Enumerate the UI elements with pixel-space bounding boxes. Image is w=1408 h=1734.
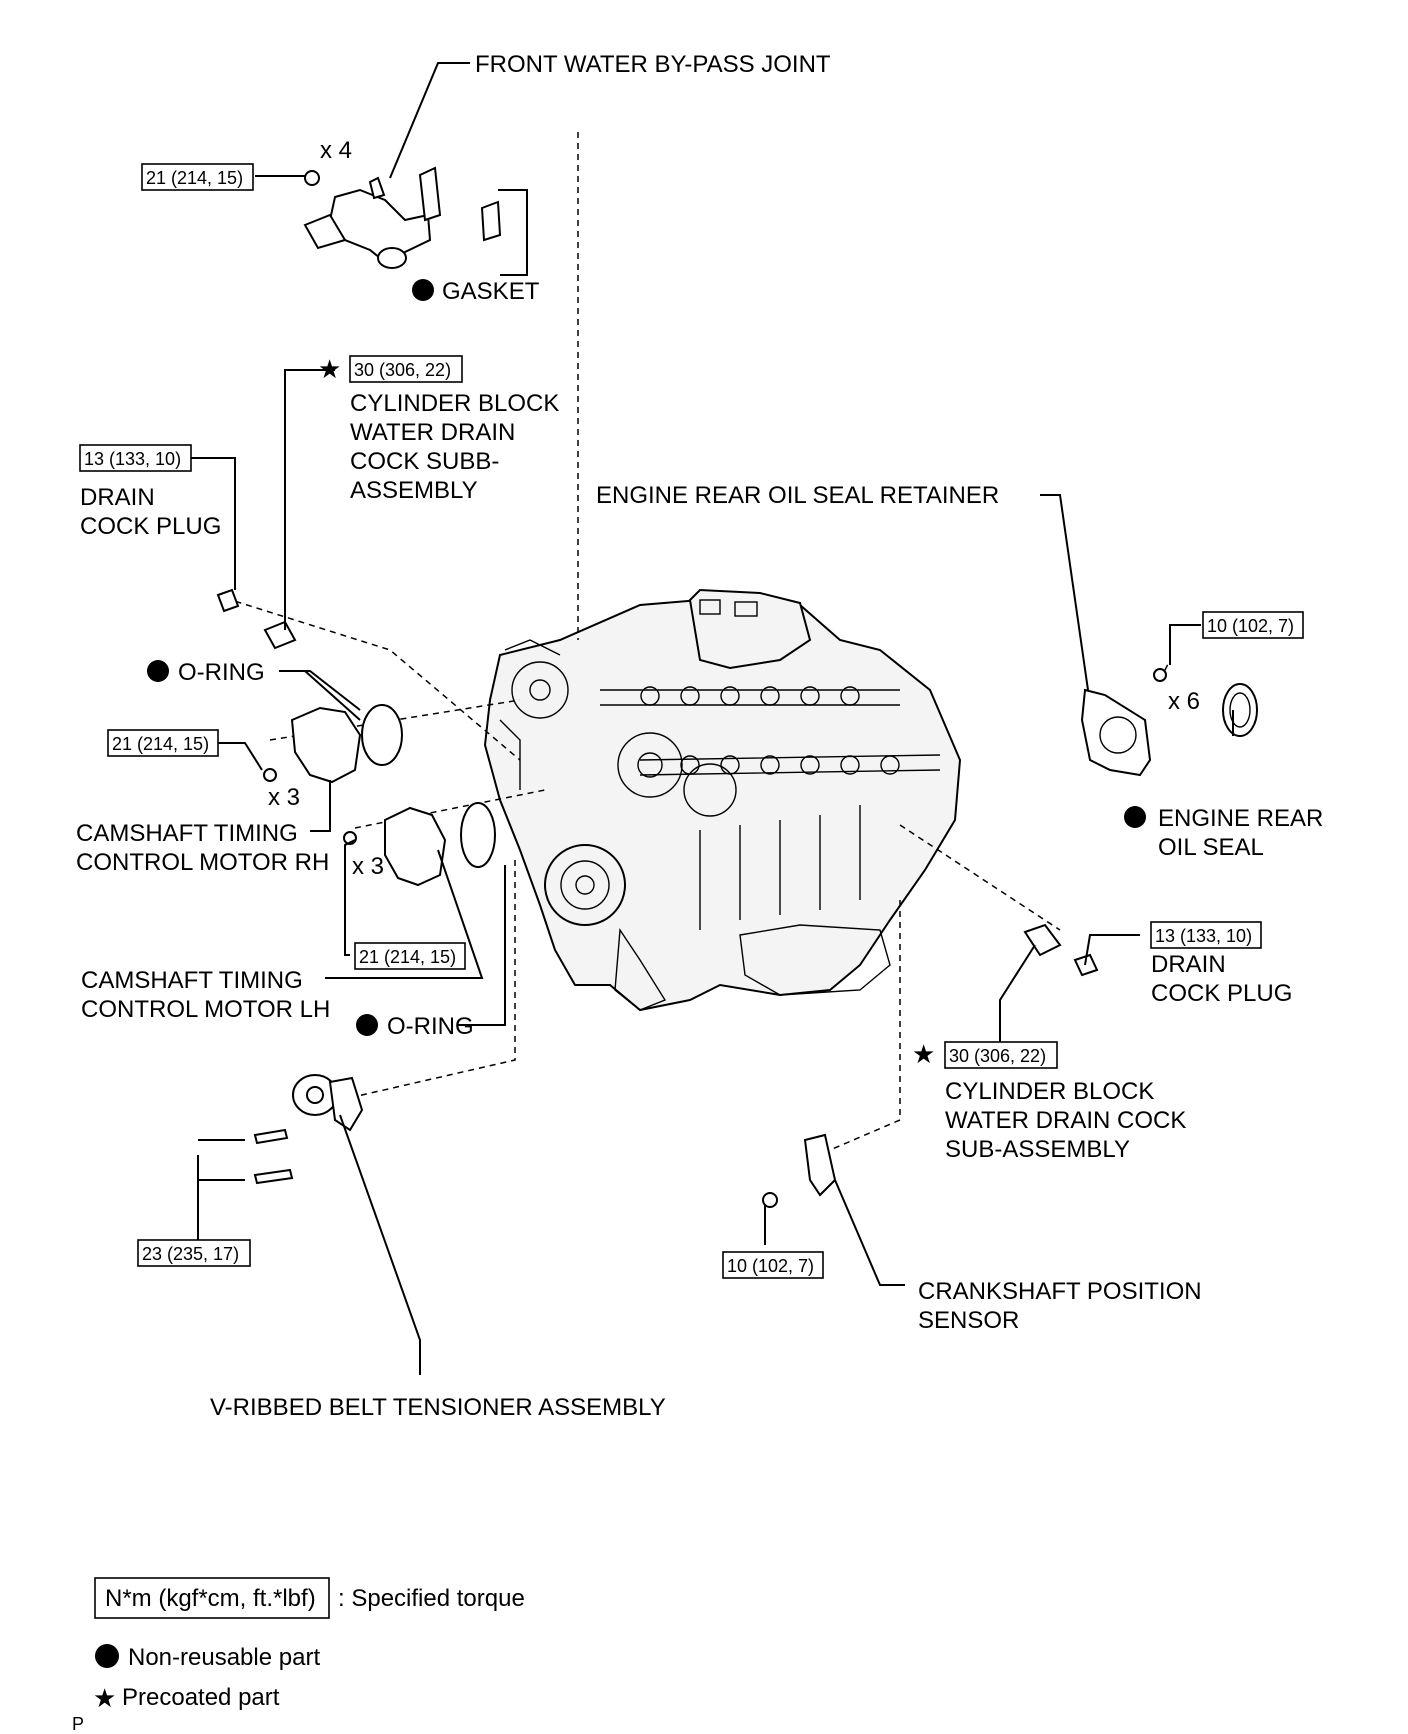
precoated-star-icon: ★ [93, 1684, 116, 1714]
torque-box-drain-cock-right [944, 1041, 1058, 1069]
torque-box-crank-sensor [722, 1251, 824, 1279]
non-reusable-dot-icon [147, 660, 169, 682]
non-reusable-dot-icon [95, 1644, 119, 1668]
torque-box-retainer [1202, 611, 1304, 639]
label-cam-motor-lh-2: CONTROL MOTOR LH [81, 996, 330, 1023]
label-cam-motor-lh-1: CAMSHAFT TIMING [81, 967, 303, 994]
cam-timing-motor-rh-part [263, 706, 362, 784]
drain-cock-left-part [263, 620, 297, 650]
label-o-ring-lower: O-RING [387, 1013, 474, 1040]
crankshaft-position-sensor-part [762, 1133, 837, 1208]
torque-box-drain-plug-left [79, 444, 192, 472]
qty-cam-lh-bolts: x 3 [352, 853, 384, 880]
drain-cock-right-part [1023, 923, 1062, 957]
torque-crank-sensor: 10 (102, 7) [727, 1256, 814, 1276]
label-drain-cock-plug-right-2: COCK PLUG [1151, 980, 1292, 1007]
legend-torque-desc: : Specified torque [338, 1585, 525, 1612]
torque-drain-cock-right: 30 (306, 22) [949, 1046, 1046, 1066]
label-drain-cock-plug-right-1: DRAIN [1151, 951, 1226, 978]
qty-retainer-bolts: x 6 [1168, 688, 1200, 715]
label-engine-rear-oil-seal-2: OIL SEAL [1158, 834, 1264, 861]
label-v-ribbed-belt-tensioner: V-RIBBED BELT TENSIONER ASSEMBLY [210, 1394, 666, 1421]
drain-cock-plug-left-part [216, 588, 240, 613]
o-ring-lower-part [460, 802, 496, 868]
torque-box-drain-plug-right [1150, 921, 1262, 949]
precoated-star-icon: ★ [318, 355, 341, 385]
label-cyl-block-drain-cock-right-1: CYLINDER BLOCK [945, 1078, 1154, 1105]
label-cyl-block-drain-cock-left-3: COCK SUBB- [350, 448, 499, 475]
torque-box-tensioner [137, 1239, 251, 1267]
label-cyl-block-drain-cock-right-3: SUB-ASSEMBLY [945, 1136, 1130, 1163]
legend-torque-unit: N*m (kgf*cm, ft.*lbf) [105, 1585, 316, 1612]
torque-drain-plug-right: 13 (133, 10) [1155, 926, 1252, 946]
non-reusable-dot-icon [356, 1014, 378, 1036]
torque-retainer: 10 (102, 7) [1207, 616, 1294, 636]
label-crankshaft-position-sensor-2: SENSOR [918, 1307, 1019, 1334]
front-water-bypass-joint-part [303, 166, 502, 269]
v-ribbed-belt-tensioner-part [253, 1074, 364, 1185]
engine-rear-oil-seal-part [1222, 683, 1258, 737]
label-cyl-block-drain-cock-right-2: WATER DRAIN COCK [945, 1107, 1186, 1134]
o-ring-upper-part [361, 704, 403, 766]
non-reusable-dot-icon [412, 279, 434, 301]
torque-drain-cock-left: 30 (306, 22) [354, 360, 451, 380]
engine-rear-oil-seal-retainer-part [1080, 668, 1167, 777]
legend-non-reusable: Non-reusable part [128, 1644, 320, 1671]
label-engine-rear-oil-seal-retainer: ENGINE REAR OIL SEAL RETAINER [596, 482, 999, 509]
label-drain-cock-plug-left-1: DRAIN [80, 484, 155, 511]
label-front-water-bypass-joint: FRONT WATER BY-PASS JOINT [475, 51, 831, 78]
label-cyl-block-drain-cock-left-1: CYLINDER BLOCK [350, 390, 559, 417]
label-o-ring-upper: O-RING [178, 659, 265, 686]
torque-cam-lh: 21 (214, 15) [359, 947, 456, 967]
legend-precoated: Precoated part [122, 1684, 280, 1711]
torque-box-drain-cock-left [349, 355, 463, 383]
engine-assembly-illustration [483, 588, 962, 1012]
legend: N*m (kgf*cm, ft.*lbf) : Specified torque… [93, 1577, 525, 1714]
label-cam-motor-rh-2: CONTROL MOTOR RH [76, 849, 329, 876]
torque-box-cam-lh [354, 942, 466, 970]
corner-mark: P [72, 1714, 84, 1734]
torque-box-cam-rh [107, 729, 219, 757]
label-drain-cock-plug-left-2: COCK PLUG [80, 513, 221, 540]
leader-lines [178, 62, 1234, 1375]
torque-box-bypass [141, 163, 254, 191]
label-gasket: GASKET [442, 278, 540, 305]
label-engine-rear-oil-seal-1: ENGINE REAR [1158, 805, 1323, 832]
torque-drain-plug-left: 13 (133, 10) [84, 449, 181, 469]
qty-cam-rh-bolts: x 3 [268, 784, 300, 811]
precoated-star-icon: ★ [912, 1040, 935, 1070]
non-reusable-dot-icon [1124, 806, 1146, 828]
torque-bypass-joint: 21 (214, 15) [146, 168, 243, 188]
label-crankshaft-position-sensor-1: CRANKSHAFT POSITION [918, 1278, 1202, 1305]
torque-cam-rh: 21 (214, 15) [112, 734, 209, 754]
label-cyl-block-drain-cock-left-4: ASSEMBLY [350, 477, 478, 504]
torque-tensioner: 23 (235, 17) [142, 1244, 239, 1264]
qty-bypass-nuts: x 4 [320, 137, 352, 164]
label-cam-motor-rh-1: CAMSHAFT TIMING [76, 820, 298, 847]
label-cyl-block-drain-cock-left-2: WATER DRAIN [350, 419, 515, 446]
legend-torque-box [94, 1577, 330, 1619]
